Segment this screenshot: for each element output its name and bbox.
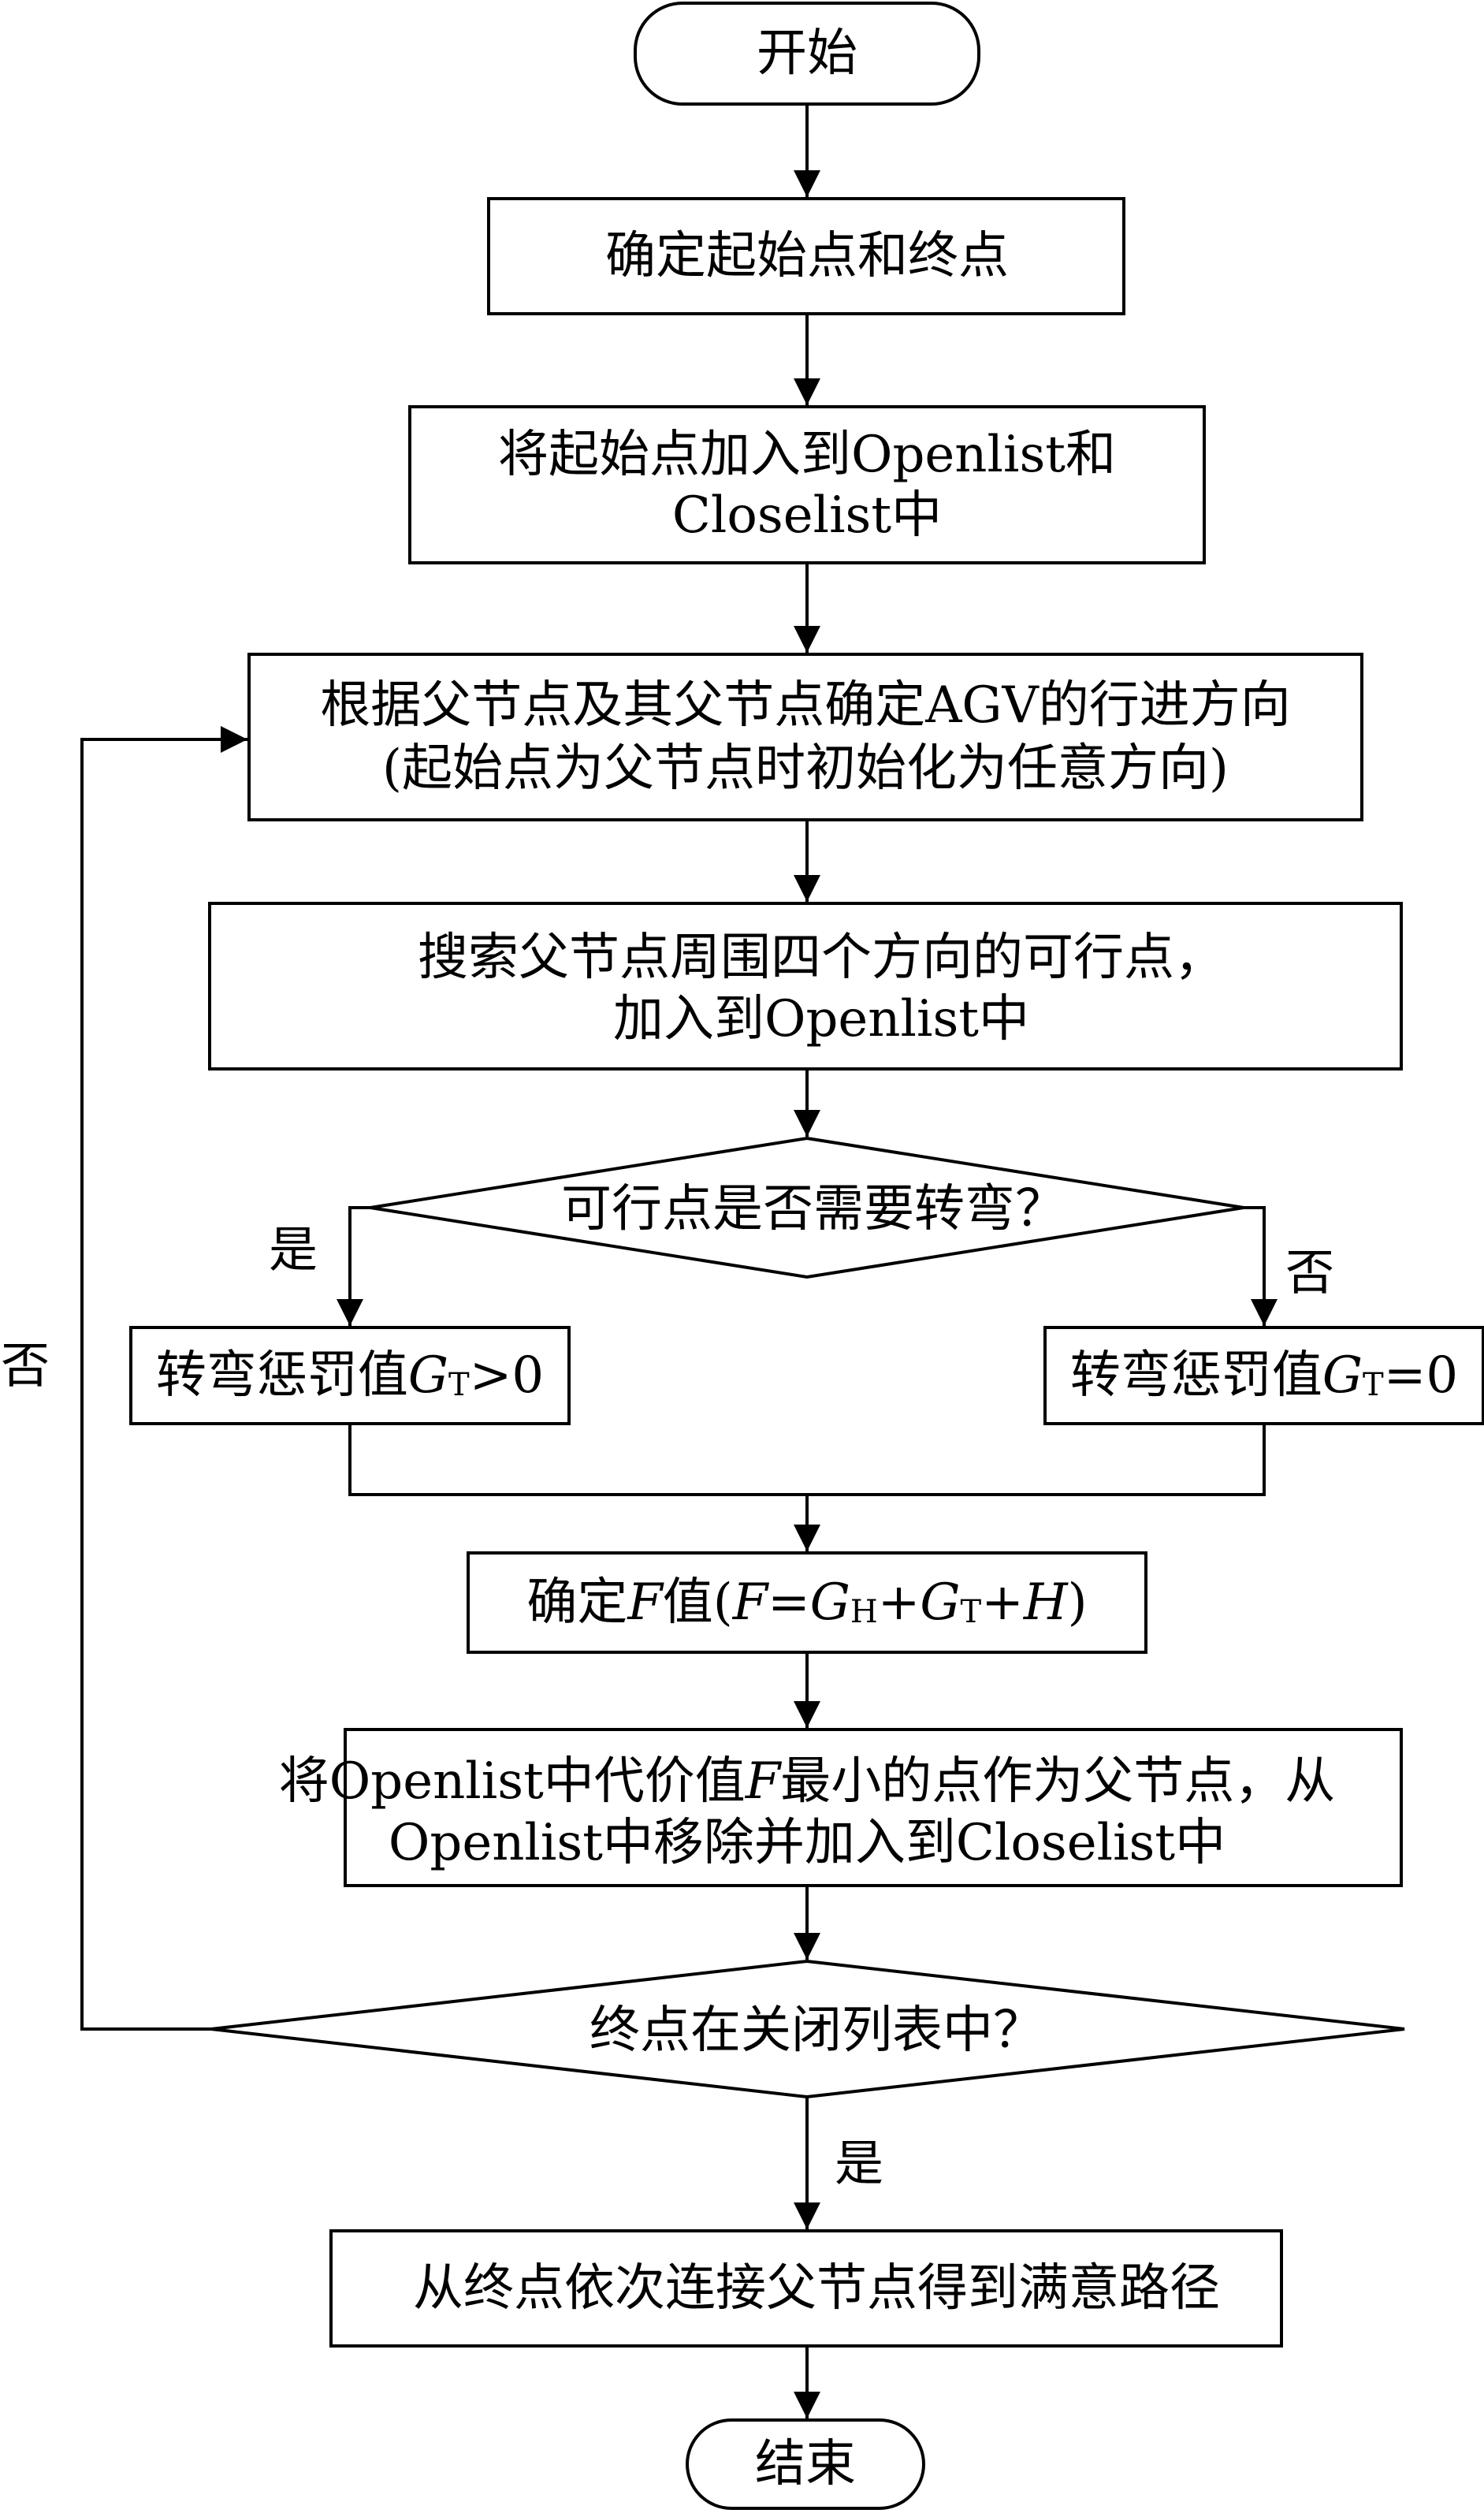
- merge-line: [348, 1424, 1266, 1496]
- step2-line2: Closelist中: [672, 486, 942, 545]
- step5-box: 确定F值(F=GH+GT+H): [467, 1551, 1147, 1654]
- step4-line1: 搜索父节点周围四个方向的可行点，: [418, 929, 1225, 987]
- end-label: 结束: [755, 2435, 856, 2493]
- no2-label: 否: [1, 1337, 50, 1394]
- step2-box: 将起始点加入到Openlist和 Closelist中: [408, 405, 1206, 564]
- penalty-no-label: 转弯惩罚值GT=0: [1070, 1346, 1458, 1405]
- step6-line2: Openlist中移除并加入到Closelist中: [389, 1814, 1226, 1872]
- step3-line2: (起始点为父节点时初始化为任意方向): [382, 739, 1229, 798]
- arrow-decision2-no-loop: [80, 726, 247, 2031]
- step7-box: 从终点依次连接父节点得到满意路径: [329, 2229, 1283, 2348]
- decision2-diamond: 终点在关闭列表中？: [210, 1959, 1405, 2099]
- arrow-decision1-no: [1244, 1206, 1278, 1326]
- step2-line1: 将起始点加入到Openlist和: [498, 426, 1116, 484]
- penalty-yes-box: 转弯惩罚值GT>0: [129, 1326, 571, 1425]
- start-label: 开始: [757, 24, 857, 83]
- step4-box: 搜索父节点周围四个方向的可行点， 加入到Openlist中: [208, 902, 1403, 1070]
- step3-line1: 根据父节点及其父节点确定AGV的行进方向: [320, 676, 1291, 735]
- yes1-label: 是: [269, 1221, 318, 1279]
- step5-label: 确定F值(F=GH+GT+H): [526, 1573, 1087, 1632]
- step1-label: 确定起始点和终点: [605, 227, 1009, 285]
- decision2-label: 终点在关闭列表中？: [590, 2001, 1043, 2060]
- step3-box: 根据父节点及其父节点确定AGV的行进方向 (起始点为父节点时初始化为任意方向): [247, 653, 1363, 821]
- start-node: 开始: [634, 2, 980, 106]
- step7-label: 从终点依次连接父节点得到满意路径: [413, 2259, 1220, 2318]
- yes2-label: 是: [835, 2135, 883, 2192]
- penalty-yes-label: 转弯惩罚值GT>0: [156, 1346, 544, 1405]
- step6-box: 将Openlist中代价值F最小的点作为父节点，从 Openlist中移除并加入…: [279, 1728, 1403, 1887]
- end-node: 结束: [686, 2418, 925, 2510]
- step6-line1: 将Openlist中代价值F最小的点作为父节点，从: [279, 1752, 1335, 1811]
- decision1-label: 可行点是否需要转弯？: [561, 1180, 1066, 1238]
- no1-label: 否: [1285, 1244, 1334, 1301]
- step1-box: 确定起始点和终点: [487, 197, 1125, 315]
- penalty-no-box: 转弯惩罚值GT=0: [1043, 1326, 1484, 1425]
- decision1-diamond: 可行点是否需要转弯？: [370, 1136, 1244, 1279]
- arrow-decision1-yes: [337, 1206, 370, 1326]
- step4-line2: 加入到Openlist中: [613, 990, 1029, 1048]
